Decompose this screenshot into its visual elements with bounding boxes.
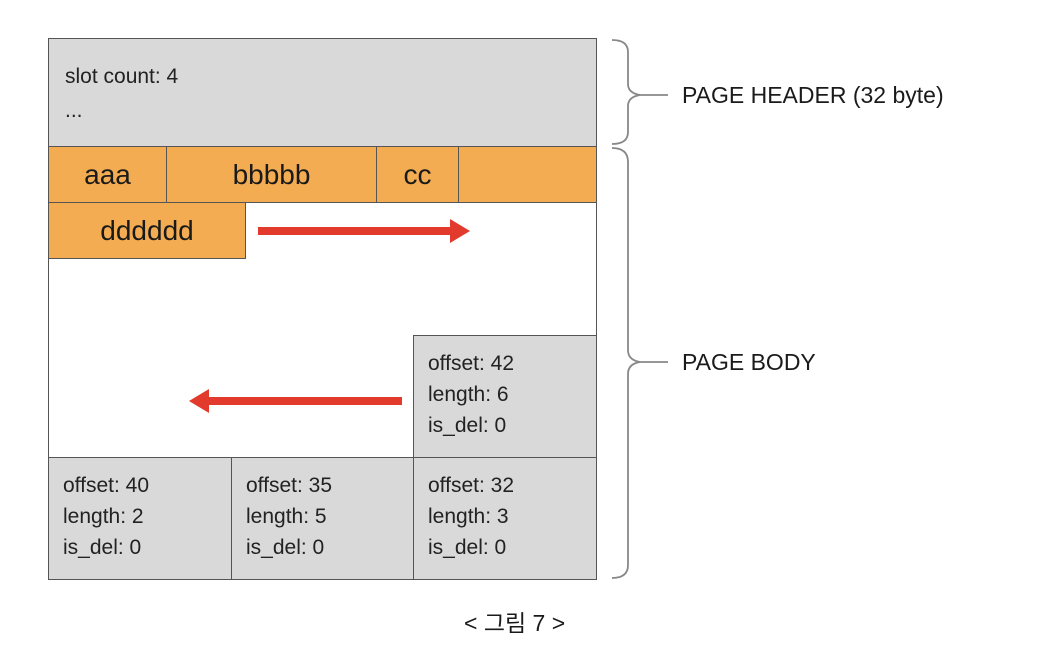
slot-length: length: 6 <box>428 383 509 406</box>
slot-fields: offset: 40 length: 2 is_del: 0 <box>63 470 149 563</box>
slot-offset: offset: 32 <box>428 474 515 497</box>
slot-entry-3: offset: 32 length: 3 is_del: 0 <box>413 457 597 580</box>
record-growth-arrow <box>258 219 470 243</box>
record-label: dddddd <box>100 214 194 246</box>
header-brace <box>611 39 641 145</box>
slot-count-text: slot count: 4 <box>65 65 179 88</box>
slot-entry-1: offset: 40 length: 2 is_del: 0 <box>48 457 232 580</box>
page-header-box: slot count: 4 ... <box>48 38 597 147</box>
slot-growth-arrow <box>189 389 402 413</box>
slot-fields: offset: 32 length: 3 is_del: 0 <box>428 470 514 563</box>
body-brace <box>611 147 641 579</box>
header-ellipsis: ... <box>65 99 83 122</box>
slot-offset: offset: 40 <box>63 474 150 497</box>
slot-is-del: is_del: 0 <box>428 414 507 437</box>
slot-is-del: is_del: 0 <box>428 536 507 559</box>
slot-offset: offset: 42 <box>428 352 515 375</box>
slot-is-del: is_del: 0 <box>63 536 142 559</box>
record-label: cc <box>403 158 432 190</box>
slot-length: length: 5 <box>246 505 327 528</box>
slot-offset: offset: 35 <box>246 474 333 497</box>
record-empty <box>458 146 597 203</box>
page-body-label: PAGE BODY <box>682 349 816 375</box>
slot-entry-2: offset: 35 length: 5 is_del: 0 <box>231 457 414 580</box>
figure-caption: < 그림 7 > <box>464 610 566 636</box>
slot-entry-4: offset: 42 length: 6 is_del: 0 <box>413 335 597 458</box>
slot-length: length: 2 <box>63 505 144 528</box>
page-header-label: PAGE HEADER (32 byte) <box>682 82 944 108</box>
slot-fields: offset: 35 length: 5 is_del: 0 <box>246 470 332 563</box>
slot-fields: offset: 42 length: 6 is_del: 0 <box>428 348 514 441</box>
slot-is-del: is_del: 0 <box>246 536 325 559</box>
slot-length: length: 3 <box>428 505 509 528</box>
record-aaa: aaa <box>48 146 167 203</box>
record-label: bbbbb <box>232 158 311 190</box>
record-label: aaa <box>84 158 131 190</box>
record-dddddd: dddddd <box>48 202 246 259</box>
